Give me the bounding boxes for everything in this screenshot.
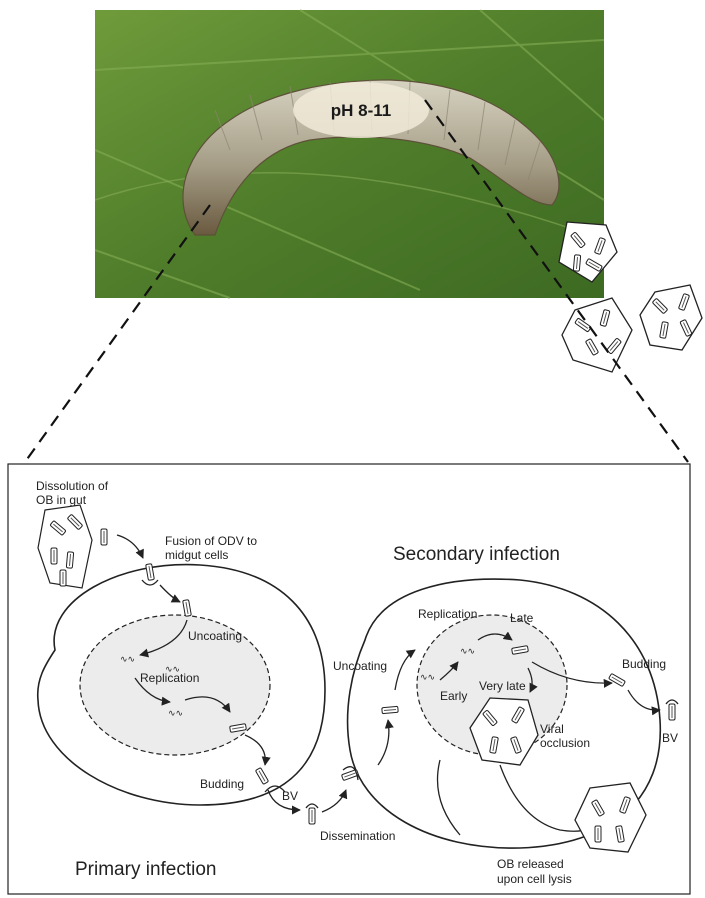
label-uncoating-primary: Uncoating [188, 629, 242, 643]
label-replication-secondary: Replication [418, 607, 477, 621]
label-viral-occlusion-1: Viral [540, 722, 564, 736]
svg-text:∿∿: ∿∿ [420, 672, 435, 682]
svg-text:∿∿: ∿∿ [120, 654, 135, 664]
label-budding-primary: Budding [200, 777, 244, 791]
occlusion-body-icon [640, 285, 702, 350]
svg-text:∿∿: ∿∿ [460, 646, 475, 656]
label-fusion-1: Fusion of ODV to [165, 534, 257, 548]
label-very-late: Very late [479, 679, 526, 693]
svg-text:∿∿: ∿∿ [168, 708, 183, 718]
caterpillar-photo: pH 8-11 [95, 10, 604, 298]
label-ob-released-1: OB released [497, 857, 564, 871]
label-bv-primary: BV [282, 789, 298, 803]
label-early: Early [440, 689, 467, 703]
label-fusion-2: midgut cells [165, 548, 228, 562]
label-bv-secondary: BV [662, 731, 678, 745]
label-budding-secondary: Budding [622, 657, 666, 671]
label-primary-infection: Primary infection [75, 859, 217, 880]
label-ob-released-2: upon cell lysis [497, 872, 572, 886]
label-dissemination: Dissemination [320, 829, 395, 843]
label-dissolution-1: Dissolution of [36, 479, 109, 493]
label-late: Late [510, 611, 534, 625]
label-dissolution-2: OB in gut [36, 493, 87, 507]
ph-label: pH 8-11 [331, 101, 391, 120]
label-replication-primary: Replication [140, 671, 199, 685]
label-uncoating-secondary: Uncoating [333, 659, 387, 673]
label-viral-occlusion-2: occlusion [540, 736, 590, 750]
odv-virion [101, 529, 107, 545]
label-secondary-infection: Secondary infection [393, 544, 560, 565]
